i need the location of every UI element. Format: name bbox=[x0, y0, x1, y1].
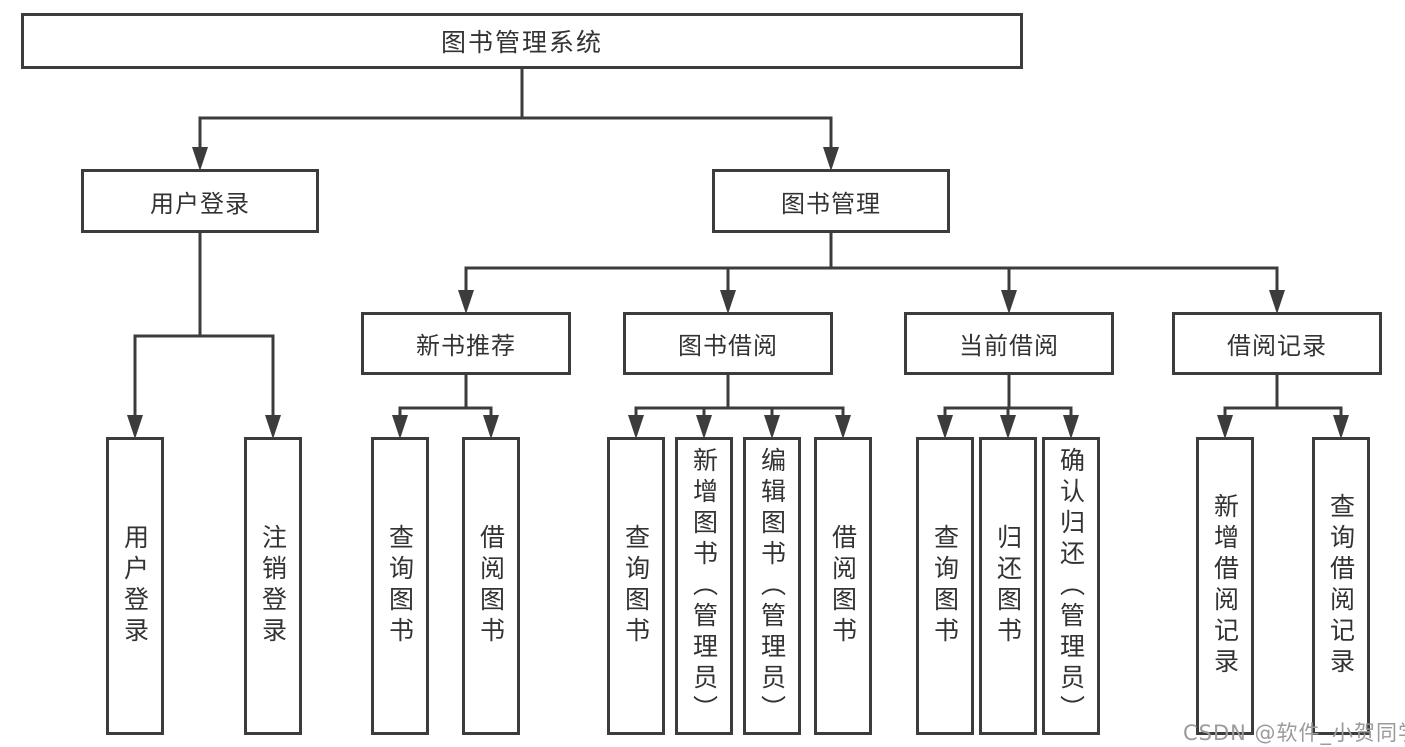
leaf-label: 新增图书（管理员） bbox=[689, 446, 719, 726]
csdn-watermark: CSDN @软件_小贺同学 bbox=[1183, 721, 1405, 745]
connector-user-login-to-leaves bbox=[127, 231, 281, 439]
leaf-label: 注销登录 bbox=[258, 524, 288, 648]
node-label: 图书管理 bbox=[781, 189, 881, 218]
arrow-down-icon bbox=[458, 290, 474, 314]
leaf-confirm-return-admin: 确认归还（管理员） bbox=[1042, 437, 1100, 735]
arrow-down-icon bbox=[1000, 415, 1016, 439]
connector-root-to-level2 bbox=[192, 67, 839, 171]
arrow-down-icon bbox=[1063, 415, 1079, 439]
leaf-label: 查询借阅记录 bbox=[1326, 493, 1356, 679]
arrow-down-icon bbox=[937, 415, 953, 439]
arrow-down-icon bbox=[483, 415, 499, 439]
node-label: 新书推荐 bbox=[416, 332, 516, 360]
arrow-down-icon bbox=[823, 147, 839, 171]
arrow-down-icon bbox=[696, 415, 712, 439]
node-root-system: 图书管理系统 bbox=[21, 13, 1023, 69]
node-book-management: 图书管理 bbox=[712, 169, 950, 233]
node-label: 借阅记录 bbox=[1227, 332, 1327, 360]
node-user-login: 用户登录 bbox=[81, 169, 319, 233]
arrow-down-icon bbox=[1217, 415, 1233, 439]
node-new-book-recommend: 新书推荐 bbox=[361, 312, 571, 375]
leaf-label: 用户登录 bbox=[120, 524, 150, 648]
leaf-borrow-books-newbook: 借阅图书 bbox=[462, 437, 520, 735]
leaf-label: 归还图书 bbox=[993, 524, 1023, 648]
arrow-down-icon bbox=[835, 415, 851, 439]
node-label: 图书管理系统 bbox=[440, 28, 603, 57]
node-current-borrow: 当前借阅 bbox=[904, 312, 1114, 375]
connector-book-mgmt-to-level3 bbox=[458, 231, 1285, 314]
leaf-query-books-newbook: 查询图书 bbox=[371, 437, 429, 735]
leaf-user-login: 用户登录 bbox=[106, 437, 164, 735]
leaf-label: 借阅图书 bbox=[828, 524, 858, 648]
arrow-down-icon bbox=[1269, 290, 1285, 314]
node-label: 图书借阅 bbox=[678, 332, 778, 360]
arrow-down-icon bbox=[1001, 290, 1017, 314]
leaf-label: 新增借阅记录 bbox=[1210, 493, 1240, 679]
leaf-query-borrow-record: 查询借阅记录 bbox=[1312, 437, 1370, 735]
leaf-label: 确认归还（管理员） bbox=[1056, 446, 1086, 726]
arrow-down-icon bbox=[392, 415, 408, 439]
arrow-down-icon bbox=[720, 290, 736, 314]
leaf-edit-book-admin: 编辑图书（管理员） bbox=[743, 437, 801, 735]
leaf-label: 查询图书 bbox=[385, 524, 415, 648]
node-label: 用户登录 bbox=[150, 189, 250, 218]
node-book-borrow: 图书借阅 bbox=[623, 312, 833, 375]
leaf-label: 查询图书 bbox=[621, 524, 651, 648]
arrow-down-icon bbox=[628, 415, 644, 439]
leaf-query-books-current: 查询图书 bbox=[916, 437, 974, 735]
connector-book-borrow-to-leaves bbox=[628, 373, 851, 439]
node-borrow-records: 借阅记录 bbox=[1172, 312, 1382, 375]
arrow-down-icon bbox=[127, 415, 143, 439]
connector-current-borrow-to-leaves bbox=[937, 373, 1079, 439]
leaf-label: 编辑图书（管理员） bbox=[757, 446, 787, 726]
leaf-label: 查询图书 bbox=[930, 524, 960, 648]
leaf-logout: 注销登录 bbox=[244, 437, 302, 735]
leaf-add-borrow-record: 新增借阅记录 bbox=[1196, 437, 1254, 735]
connector-new-book-to-leaves bbox=[392, 373, 499, 439]
arrow-down-icon bbox=[192, 147, 208, 171]
leaf-add-book-admin: 新增图书（管理员） bbox=[675, 437, 733, 735]
leaf-query-books-borrow: 查询图书 bbox=[607, 437, 665, 735]
arrow-down-icon bbox=[764, 415, 780, 439]
leaf-label: 借阅图书 bbox=[476, 524, 506, 648]
leaf-return-book: 归还图书 bbox=[979, 437, 1037, 735]
node-label: 当前借阅 bbox=[959, 332, 1059, 360]
arrow-down-icon bbox=[1333, 415, 1349, 439]
connector-borrow-records-to-leaves bbox=[1217, 373, 1349, 439]
arrow-down-icon bbox=[265, 415, 281, 439]
leaf-borrow-books-borrow: 借阅图书 bbox=[814, 437, 872, 735]
